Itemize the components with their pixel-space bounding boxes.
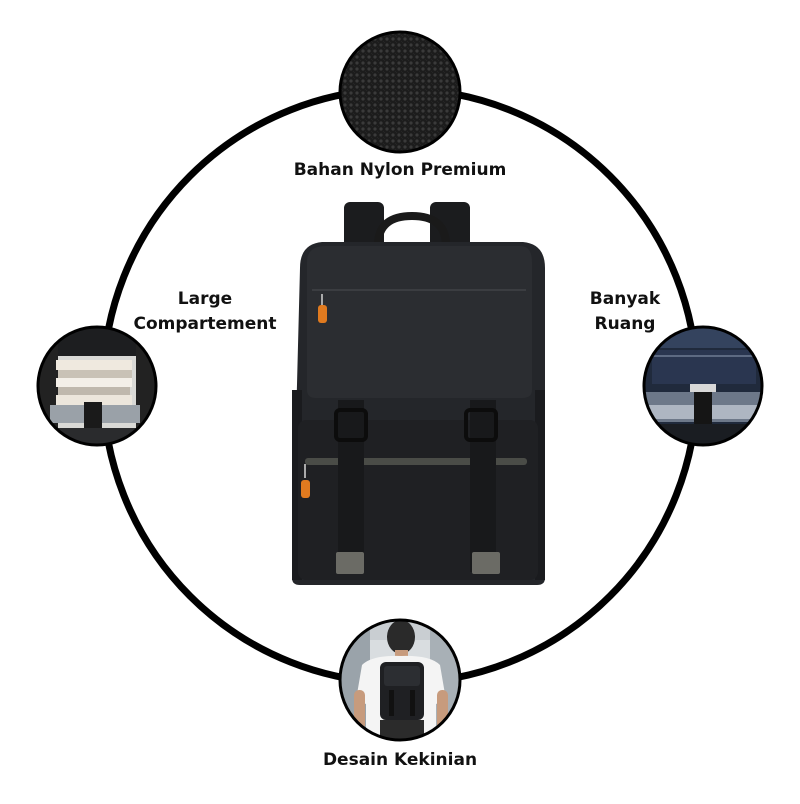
model-wearing-backpack-icon — [338, 618, 462, 742]
feature-label-nylon: Bahan Nylon Premium — [270, 158, 530, 183]
feature-label-pockets-line1: Banyak — [589, 289, 661, 309]
feature-label-design: Desain Kekinian — [290, 748, 510, 773]
nylon-fabric-texture-icon — [338, 30, 462, 154]
feature-label-compartment-line1: Large — [177, 289, 233, 309]
feature-label-nylon-text: Bahan Nylon Premium — [293, 160, 507, 180]
backpack-image — [292, 202, 545, 585]
feature-label-compartment-line2: Compartement — [133, 314, 277, 334]
feature-label-pockets: Banyak Ruang — [570, 287, 680, 337]
multiple-pockets-icon — [642, 325, 764, 447]
feature-label-compartment: Large Compartement — [120, 287, 290, 337]
large-compartment-books-icon — [36, 325, 158, 447]
feature-label-design-text: Desain Kekinian — [322, 750, 478, 770]
feature-label-pockets-line2: Ruang — [594, 314, 656, 334]
